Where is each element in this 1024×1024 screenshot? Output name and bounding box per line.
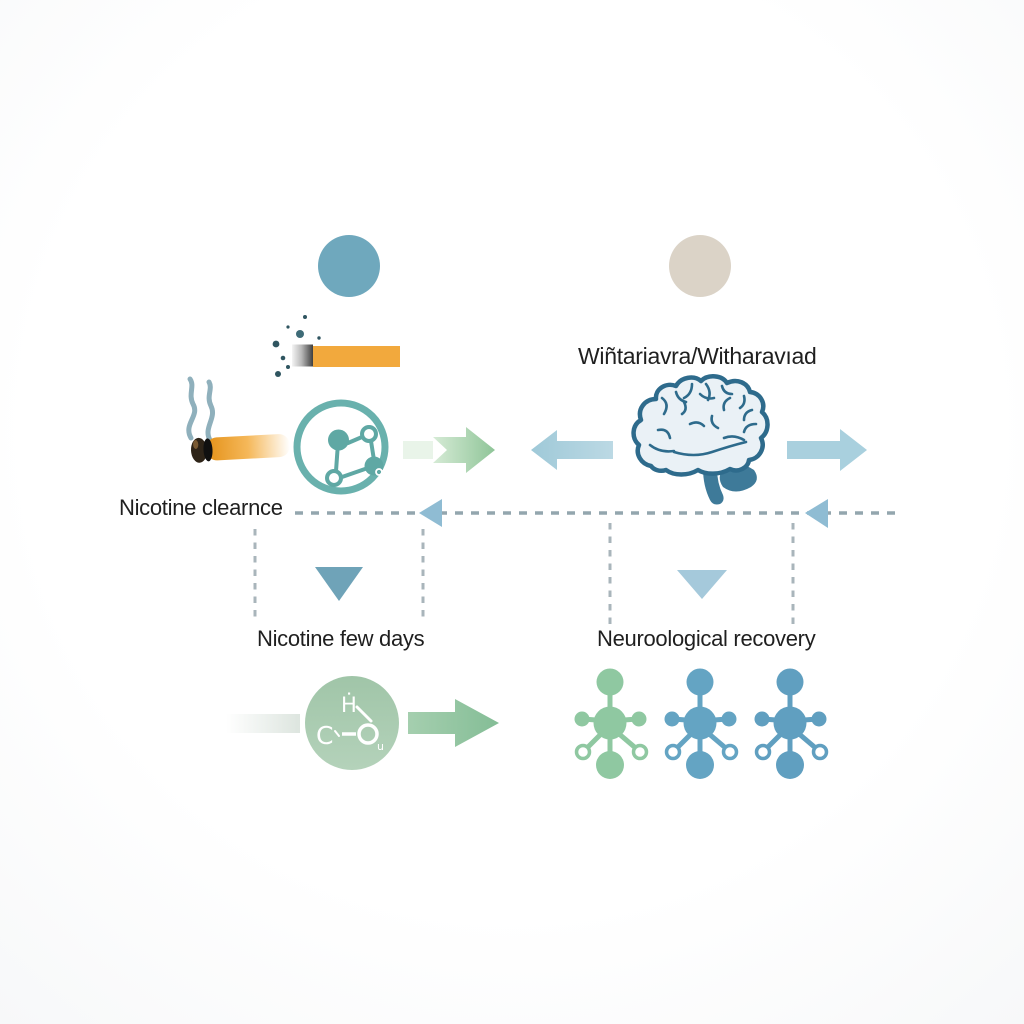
chem-left-glyph: C [316, 721, 333, 750]
chem-top-glyph: Ḣ [341, 692, 357, 717]
brain-icon [631, 374, 770, 505]
neurological-recovery-label: Neuroological recovery [597, 626, 816, 651]
bracket-right [608, 523, 795, 627]
blue-right-arrow-icon [787, 429, 867, 471]
blue-left-arrow-icon [531, 430, 613, 470]
dashed-arrowhead-left [419, 499, 442, 527]
green-right-arrow-icon [408, 699, 499, 747]
triangle-down-right [677, 570, 727, 599]
molecule-network-icon-blue-2 [754, 668, 829, 779]
lit-cigarette-icon [190, 434, 290, 463]
molecule-network-icon-green [574, 668, 649, 779]
chem-sub-glyph: u [377, 740, 384, 753]
gray-arrow-tail [226, 714, 300, 733]
cigarette-icon [292, 344, 400, 367]
molecule-circle-icon [293, 399, 389, 495]
bracket-left [253, 529, 425, 620]
green-double-arrow-icon [433, 427, 495, 473]
withdrawal-label: Wiñtariavra/Witharavıad [578, 343, 817, 369]
molecule-network-icon-blue-1 [664, 668, 739, 779]
metabolite-circle-icon: Ḣ C u [305, 676, 399, 770]
nicotine-clearance-label: Nicotine clearnce [119, 495, 283, 520]
nicotine-few-days-label: Nicotine few days [257, 626, 425, 651]
smoke-particles-icon [272, 315, 321, 377]
dashed-arrowhead-right [805, 499, 828, 528]
green-arrow-tail [403, 441, 433, 459]
blue-dot [318, 235, 380, 297]
smoke-wisps-icon [186, 376, 215, 443]
triangle-down-left [315, 567, 363, 601]
dashed-timeline [295, 499, 901, 528]
beige-dot [669, 235, 731, 297]
